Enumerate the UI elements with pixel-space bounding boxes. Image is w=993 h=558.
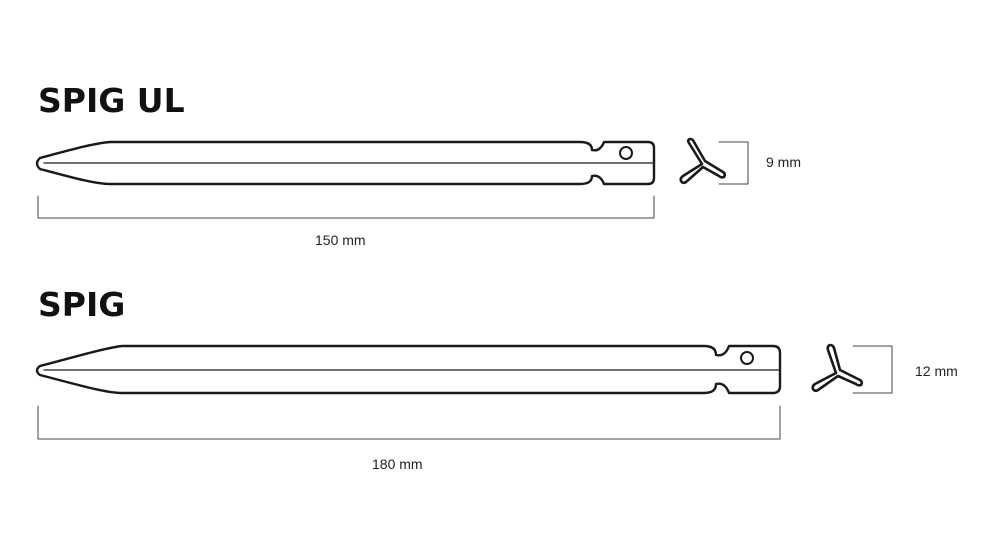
length-label-spig: 180 mm bbox=[372, 456, 423, 472]
product-title-spig-ul: SPIG UL bbox=[38, 81, 185, 120]
cross-section-spig bbox=[811, 343, 893, 394]
peg-outline-spig bbox=[35, 344, 782, 395]
peg-outline-spig-ul bbox=[35, 140, 656, 186]
product-title-spig: SPIG bbox=[38, 285, 126, 324]
length-dimension-spig-ul bbox=[37, 195, 655, 219]
length-label-spig-ul: 150 mm bbox=[315, 232, 366, 248]
diameter-label-spig: 12 mm bbox=[915, 363, 958, 379]
length-dimension-spig bbox=[37, 405, 781, 440]
diameter-label-spig-ul: 9 mm bbox=[766, 154, 801, 170]
cross-section-spig-ul bbox=[679, 137, 749, 185]
